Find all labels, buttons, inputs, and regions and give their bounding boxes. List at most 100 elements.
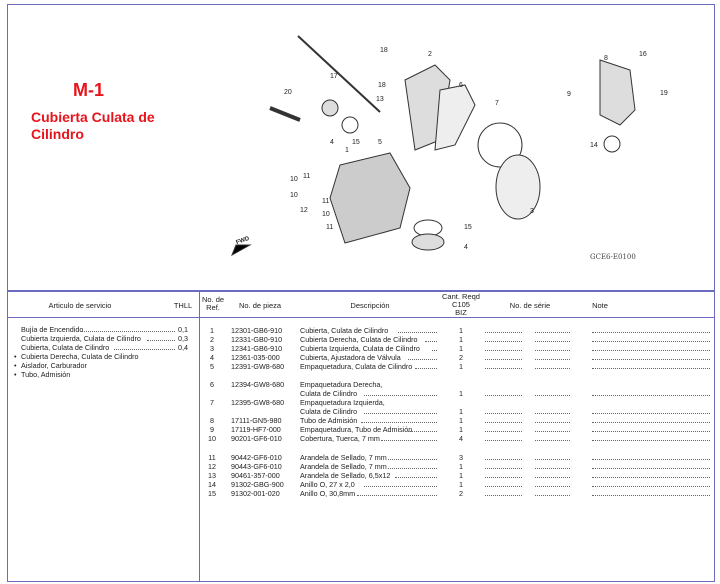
- description: Tubo de Admisión: [300, 416, 358, 425]
- serial-field-2[interactable]: [535, 477, 570, 478]
- note-field[interactable]: [592, 395, 710, 396]
- part-no: 91302-GBG-900: [231, 480, 284, 489]
- serial-field-2[interactable]: [535, 341, 570, 342]
- callout-label: 8: [604, 55, 608, 62]
- leader-dots: [364, 486, 437, 487]
- serial-field-2[interactable]: [535, 440, 570, 441]
- serial-field-2[interactable]: [535, 359, 570, 360]
- serial-field-1[interactable]: [485, 332, 522, 333]
- serial-field-2[interactable]: [535, 495, 570, 496]
- serial-field-1[interactable]: [485, 422, 522, 423]
- serial-field-2[interactable]: [535, 422, 570, 423]
- serial-field-1[interactable]: [485, 459, 522, 460]
- serial-field-1[interactable]: [485, 486, 522, 487]
- serial-field-2[interactable]: [535, 459, 570, 460]
- leader-dots: [408, 431, 437, 432]
- description: Empaquetadura, Tubo de Admisión: [300, 425, 413, 434]
- ref-no: 3: [210, 344, 214, 353]
- leader-dots: [415, 368, 437, 369]
- note-field[interactable]: [592, 440, 710, 441]
- leader-dots: [388, 468, 437, 469]
- serial-field-2[interactable]: [535, 413, 570, 414]
- leader-dots: [432, 350, 437, 351]
- callout-label: 11: [322, 198, 330, 205]
- description: Empaquetadura Izquierda,: [300, 398, 385, 407]
- header-description: Descripción: [350, 301, 390, 310]
- description: Anillo O, 30,8mm: [300, 489, 356, 498]
- quantity: 2: [459, 353, 463, 362]
- serial-field-1[interactable]: [485, 495, 522, 496]
- description: Cobertura, Tuerca, 7 mm: [300, 434, 380, 443]
- note-field[interactable]: [592, 332, 710, 333]
- leader-dots: [398, 332, 437, 333]
- part-no: 90201-GF6-010: [231, 434, 282, 443]
- description-cont: Culata de Cilindro: [300, 407, 358, 416]
- serial-field-1[interactable]: [485, 431, 522, 432]
- callout-label: 7: [495, 100, 499, 107]
- serial-field-1[interactable]: [485, 350, 522, 351]
- quantity: 3: [459, 453, 463, 462]
- serial-field-2[interactable]: [535, 468, 570, 469]
- serial-field-1[interactable]: [485, 477, 522, 478]
- ref-no: 1: [210, 326, 214, 335]
- part-no: 17119-HF7-000: [231, 425, 281, 434]
- section-title: Cubierta Culata de Cilindro: [31, 109, 155, 142]
- callout-label: 6: [459, 82, 463, 89]
- serial-field-1[interactable]: [485, 341, 522, 342]
- parts-diagram: [231, 35, 636, 257]
- quantity: 1: [459, 335, 463, 344]
- serial-field-2[interactable]: [535, 350, 570, 351]
- note-field[interactable]: [592, 495, 710, 496]
- ref-no: 12: [208, 462, 216, 471]
- serial-field-1[interactable]: [485, 413, 522, 414]
- serial-field-2[interactable]: [535, 368, 570, 369]
- serial-field-1[interactable]: [485, 359, 522, 360]
- note-field[interactable]: [592, 413, 710, 414]
- serial-field-2[interactable]: [535, 395, 570, 396]
- leader-dots: [394, 477, 437, 478]
- leader-dots: [81, 331, 175, 332]
- description: Empaquetadura, Culata de Cilindro: [300, 362, 413, 371]
- serial-field-1[interactable]: [485, 395, 522, 396]
- note-field[interactable]: [592, 477, 710, 478]
- callout-label: 5: [378, 139, 382, 146]
- quantity: 4: [459, 434, 463, 443]
- quantity: 1: [459, 407, 463, 416]
- serial-field-1[interactable]: [485, 468, 522, 469]
- note-field[interactable]: [592, 368, 710, 369]
- serial-field-2[interactable]: [535, 332, 570, 333]
- description: Anillo O, 27 x 2,0: [300, 480, 355, 489]
- note-field[interactable]: [592, 359, 710, 360]
- header-ref: No. de Ref.: [201, 295, 225, 312]
- callout-label: 11: [326, 224, 334, 231]
- note-field[interactable]: [592, 468, 710, 469]
- oring-15: [341, 116, 359, 134]
- note-field[interactable]: [592, 431, 710, 432]
- note-field[interactable]: [592, 486, 710, 487]
- serial-field-2[interactable]: [535, 431, 570, 432]
- leader-dots: [114, 349, 175, 350]
- leader-dots: [357, 495, 437, 496]
- serial-field-1[interactable]: [485, 440, 522, 441]
- callout-label: 11: [303, 173, 311, 180]
- note-field[interactable]: [592, 459, 710, 460]
- serial-field-1[interactable]: [485, 368, 522, 369]
- description: Cubierta, Ajustadora de Válvula: [300, 353, 401, 362]
- quantity: 1: [459, 326, 463, 335]
- bolt-17: [297, 35, 381, 113]
- quantity: 1: [459, 425, 463, 434]
- service-item-label: Aislador, Carburador: [21, 361, 87, 370]
- serial-field-2[interactable]: [535, 486, 570, 487]
- note-field[interactable]: [592, 341, 710, 342]
- note-field[interactable]: [592, 422, 710, 423]
- leader-dots: [360, 422, 437, 423]
- ref-no: 11: [208, 453, 216, 462]
- callout-label: 18: [380, 47, 388, 54]
- note-field[interactable]: [592, 350, 710, 351]
- ref-no: 13: [208, 471, 216, 480]
- description: Arandela de Sellado, 6,5x12: [300, 471, 391, 480]
- callout-label: 17: [330, 73, 338, 80]
- callout-label: 1: [345, 147, 349, 154]
- gasket-6: [434, 84, 476, 151]
